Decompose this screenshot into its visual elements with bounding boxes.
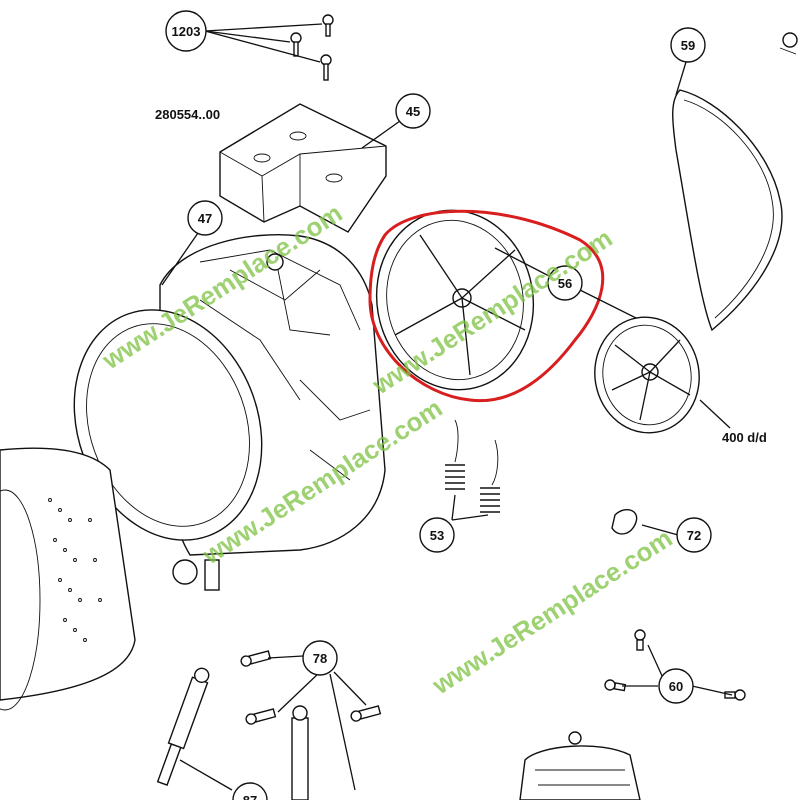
callout-label: 72	[687, 528, 701, 543]
callout-1203: 1203	[165, 10, 323, 63]
part-number-text: 280554..00	[155, 107, 220, 122]
clip-part	[611, 508, 638, 535]
drum	[0, 447, 136, 711]
motor-pulley	[594, 316, 700, 434]
small-clip	[779, 32, 798, 55]
spring-pair	[445, 419, 500, 513]
screw	[322, 14, 334, 37]
callout-label: 1203	[172, 24, 201, 39]
counterweight-block	[219, 103, 387, 233]
watermark: www.JeRemplace.com	[426, 523, 677, 701]
large-drum-pulley	[375, 209, 535, 391]
screw-group-60	[604, 629, 746, 701]
callout-87: 87	[179, 759, 268, 800]
bolt-group-78	[240, 650, 382, 725]
screw	[320, 54, 332, 81]
callout-label: 45	[406, 104, 420, 119]
pulley-note-text: 400 d/d	[722, 430, 767, 445]
callout-53: 53	[419, 494, 489, 553]
callout-56: 56	[494, 247, 641, 321]
callout-label: 78	[313, 651, 327, 666]
callout-45: 45	[361, 93, 431, 149]
callout-72: 72	[641, 517, 712, 553]
callout-label: 59	[681, 38, 695, 53]
callout-label: 56	[558, 276, 572, 291]
callout-label: 87	[243, 793, 257, 800]
motor-housing	[519, 731, 641, 800]
screw	[290, 32, 302, 57]
callout-label: 60	[669, 679, 683, 694]
callout-59: 59	[670, 27, 706, 96]
drive-belt	[672, 89, 783, 332]
screw-group-1203	[290, 14, 334, 81]
shock-absorber	[156, 667, 210, 786]
callout-47: 47	[161, 200, 223, 286]
callout-60: 60	[622, 644, 733, 704]
callout-78: 78	[267, 640, 367, 791]
callout-label: 53	[430, 528, 444, 543]
rear-tub-half	[73, 234, 386, 591]
callout-label: 47	[198, 211, 212, 226]
shock-absorber	[291, 705, 309, 800]
highlight-outline	[368, 209, 605, 403]
